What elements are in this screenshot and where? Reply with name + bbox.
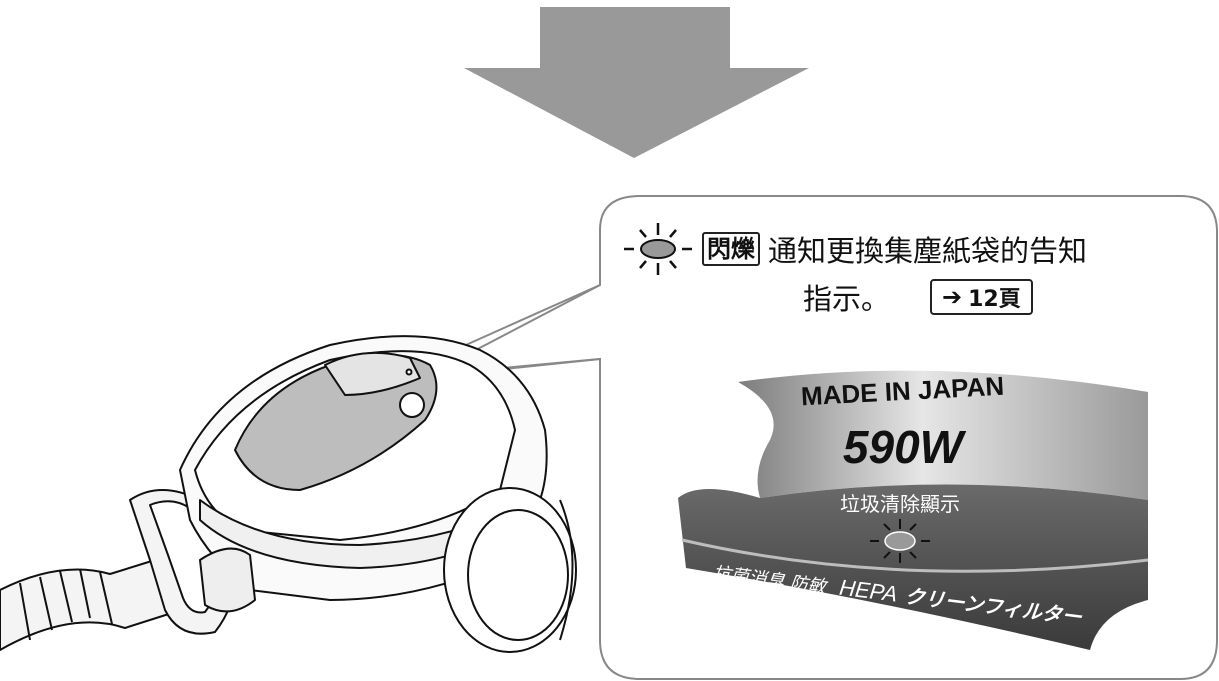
status-badge: 閃爍 xyxy=(702,232,760,266)
blinking-light-icon xyxy=(624,223,692,275)
down-arrow-icon xyxy=(464,7,809,158)
label-panel: MADE IN JAPAN 590W 垃圾清除顯示 抗菌消臭 防敏 HEPA ク… xyxy=(678,370,1149,650)
page-reference-link[interactable]: ➔ 12頁 xyxy=(930,279,1033,315)
indicator-label: 垃圾清除顯示 xyxy=(840,492,960,516)
label-panel-top xyxy=(738,370,1148,500)
callout-message-line1: 通知更換集塵紙袋的告知 xyxy=(768,234,1088,268)
indicator-light-icon xyxy=(870,519,930,563)
callout-line-2: 指示。 ➔ 12頁 xyxy=(803,276,1033,318)
wattage-text: 590W xyxy=(843,421,967,473)
page-reference-text: 12頁 xyxy=(968,287,1021,312)
callout-message-line2: 指示。 xyxy=(803,282,891,316)
right-arrow-icon: ➔ xyxy=(942,283,963,311)
vacuum-cleaner-illustration xyxy=(0,335,577,653)
label-panel-bottom xyxy=(678,484,1148,650)
callout-line-1: 閃爍 通知更換集塵紙袋的告知 xyxy=(622,228,1087,270)
